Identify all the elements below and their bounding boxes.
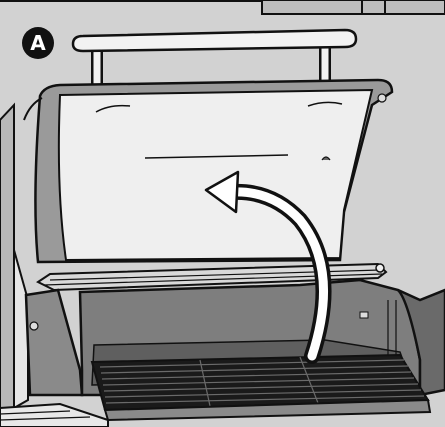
grill-lid <box>24 80 392 262</box>
step-badge: A <box>22 27 54 59</box>
cooking-grate <box>92 355 430 420</box>
cabinet-detail <box>262 0 445 14</box>
step-label: A <box>30 31 46 55</box>
